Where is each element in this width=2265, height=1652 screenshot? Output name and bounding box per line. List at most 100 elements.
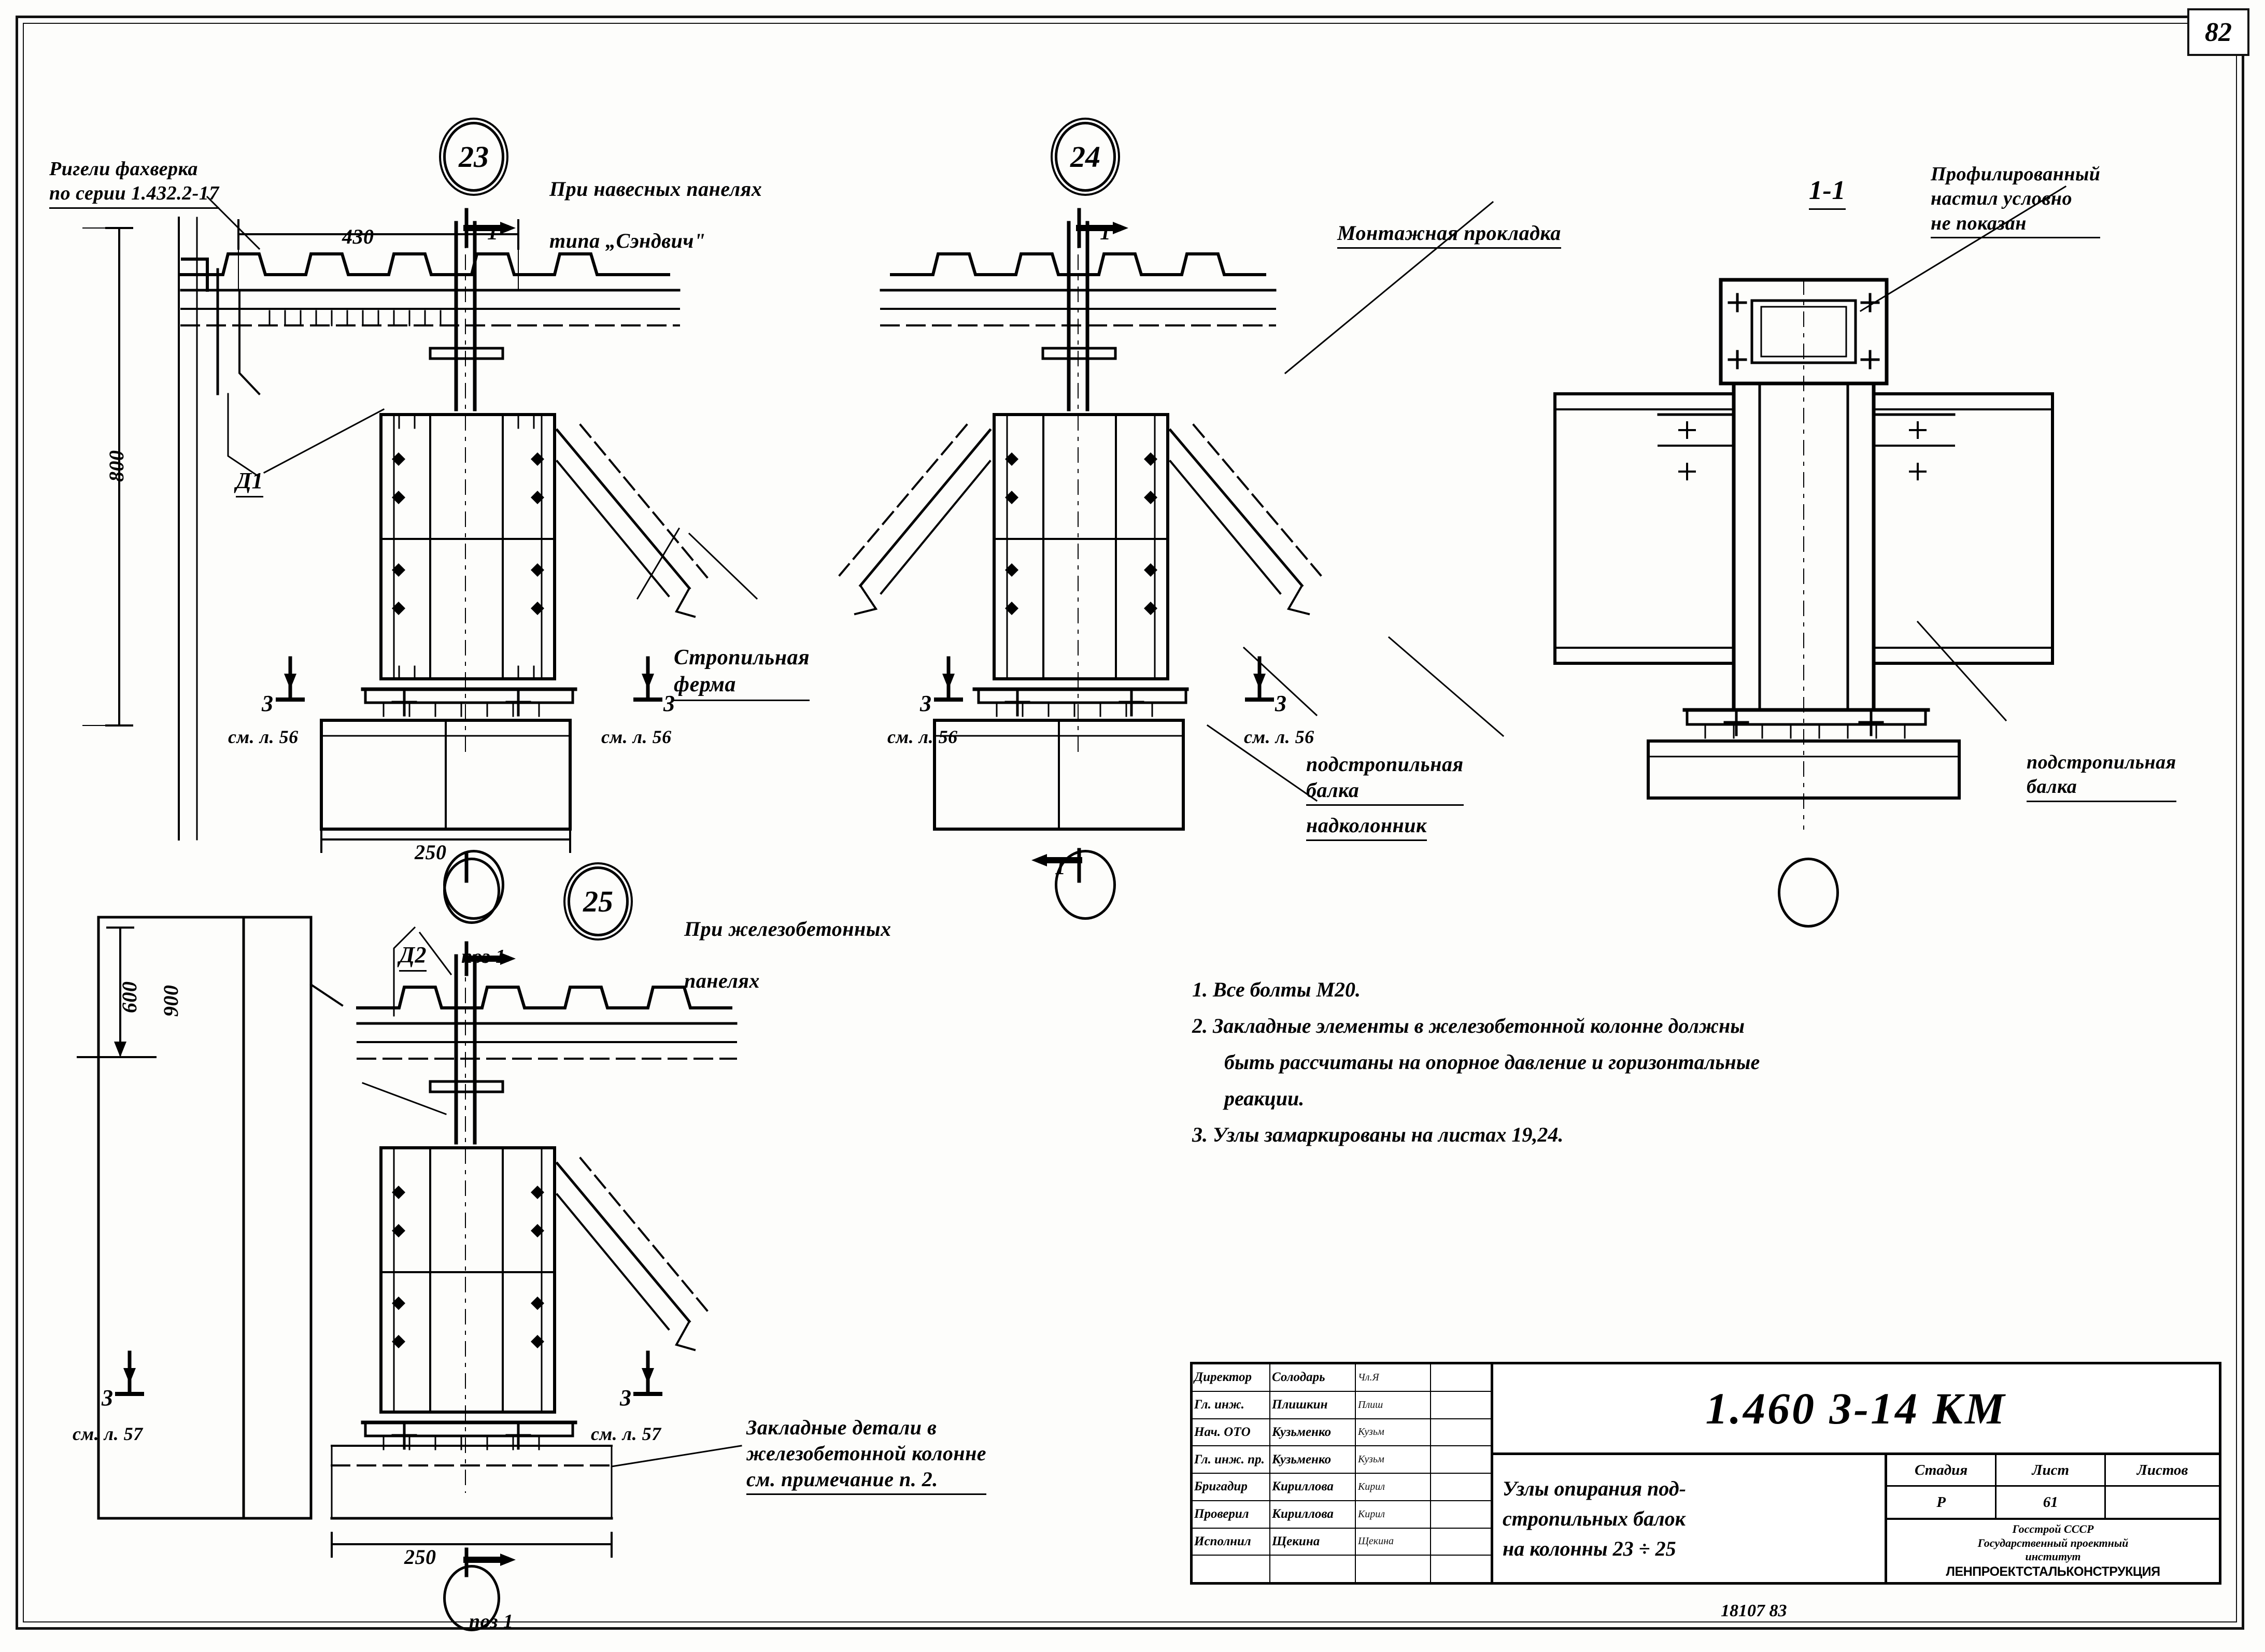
- rigel-fachwerk-label: Ригели фахверка по серии 1.432.2-17: [49, 132, 219, 209]
- organization-cell: Госстрой СССР Государственный проектный …: [1887, 1520, 2219, 1582]
- sect3-right-d23: 3: [663, 691, 675, 716]
- name-cell: Кузьменко: [1270, 1446, 1356, 1473]
- podstropilnaya-balka-label-d24: подстропильная балка: [1306, 725, 1464, 806]
- d2-label: Д2: [399, 912, 427, 972]
- title-block-right: 1.460 3-14 КМ Узлы опирания под- стропил…: [1493, 1364, 2219, 1582]
- table-row: Бригадир Кириллова Кирил: [1193, 1474, 1491, 1501]
- drawing-code-cell: 1.460 3-14 КМ: [1493, 1364, 2219, 1455]
- sheets-total-value: [2106, 1487, 2219, 1518]
- detail-23-caption-line2: типа „Сэндвич": [549, 229, 706, 252]
- sect3-left-sheet-d24: см. л. 56: [887, 727, 958, 747]
- sheet-value: 61: [1997, 1487, 2106, 1518]
- drawing-name-line-1: Узлы опирания под-: [1503, 1476, 1686, 1500]
- note-2: 2. Закладные элементы в железобетонной к…: [1192, 1014, 1745, 1037]
- section-cut-1-d24: 1: [1100, 220, 1111, 245]
- role-cell: Гл. инж.: [1193, 1391, 1270, 1418]
- note-2c: реакции.: [1224, 1087, 1305, 1110]
- sect3-left-d24: 3: [920, 691, 932, 716]
- role-cell: Проверил: [1193, 1501, 1270, 1528]
- detail-25-caption-line1: При железобетонных: [684, 917, 891, 941]
- date-cell: [1431, 1446, 1491, 1473]
- date-cell: [1431, 1419, 1491, 1446]
- drawing-code: 1.460 3-14 КМ: [1705, 1384, 2007, 1433]
- dim-250-detail25: 250: [404, 1545, 436, 1569]
- embedded-details-note: Закладные детали в железобетонной колонн…: [746, 1389, 987, 1495]
- role-cell: Исполнил: [1193, 1528, 1270, 1555]
- signature-cell: Кирил: [1356, 1474, 1431, 1500]
- drawing-name-line-3: на колонны 23 ÷ 25: [1503, 1536, 1676, 1560]
- dim-800: 800: [105, 450, 128, 482]
- footer-number: 18107 83: [1721, 1601, 1787, 1620]
- detail-23-caption-line1: При навесных панелях: [549, 177, 762, 201]
- detail-tag-24: 24: [1055, 122, 1116, 192]
- detail-25-caption: При железобетонных панелях: [684, 890, 891, 1020]
- signature-cell: Щекина: [1356, 1528, 1431, 1555]
- sect3-right-sheet-d24: см. л. 56: [1244, 727, 1314, 747]
- name-cell: Кириллова: [1270, 1501, 1356, 1528]
- name-cell: [1270, 1556, 1356, 1582]
- org-line-2: Государственный проектный: [1977, 1536, 2129, 1549]
- table-row: Гл. инж. пр. Кузьменко Кузьм: [1193, 1446, 1491, 1474]
- name-cell: Щекина: [1270, 1528, 1356, 1555]
- truss-label: Стропильная ферма: [674, 617, 810, 701]
- signature-cell: Кузьм: [1356, 1419, 1431, 1446]
- table-row: Исполнил Щекина Щекина: [1193, 1528, 1491, 1556]
- detail-tag-24-bottom: [1055, 850, 1116, 920]
- detail-23-number: 23: [459, 140, 489, 174]
- table-row: Директор Солодарь Чл.Я: [1193, 1364, 1491, 1392]
- sect3-left-sheet-d23: см. л. 56: [228, 727, 299, 747]
- detail-tag-25-top: [443, 858, 500, 924]
- sheet-border-outer: [16, 16, 2244, 1630]
- sect3-right-d25: 3: [620, 1385, 632, 1411]
- detail-tag-23: 23: [443, 122, 504, 192]
- page-number: 82: [2205, 17, 2232, 47]
- d1-label: Д1: [236, 438, 264, 497]
- table-row: Проверил Кириллова Кирил: [1193, 1501, 1491, 1529]
- detail-23-caption: При навесных панелях типа „Сэндвич": [549, 150, 762, 280]
- section-cut-1-d24-bottom: 1: [1055, 855, 1066, 879]
- note-1: 1. Все болты М20.: [1192, 978, 1361, 1001]
- sect3-right-sheet-d23: см. л. 56: [601, 727, 672, 747]
- dim-250-detail23: 250: [415, 841, 447, 864]
- detail-tag-25-bottom: [443, 1565, 500, 1631]
- sect3-left-sheet-d25: см. л. 57: [73, 1423, 143, 1444]
- drawing-name-line-2: стропильных балок: [1503, 1506, 1686, 1530]
- date-cell: [1431, 1364, 1491, 1391]
- date-cell: [1431, 1529, 1491, 1555]
- table-row: [1193, 1556, 1491, 1582]
- sect3-left-d25: 3: [102, 1385, 114, 1411]
- signature-cell: Кузьм: [1356, 1446, 1431, 1473]
- sect3-right-d24: 3: [1275, 691, 1287, 716]
- date-cell: [1431, 1392, 1491, 1418]
- role-cell: Бригадир: [1193, 1474, 1270, 1500]
- table-row: Нач. ОТО Кузьменко Кузьм: [1193, 1419, 1491, 1447]
- note-2b: быть рассчитаны на опорное давление и го…: [1224, 1050, 1760, 1074]
- stage-header: Стадия: [1887, 1455, 1997, 1485]
- role-cell: Нач. ОТО: [1193, 1419, 1270, 1446]
- name-cell: Плишкин: [1270, 1391, 1356, 1418]
- role-cell: Гл. инж. пр.: [1193, 1446, 1270, 1473]
- title-block: Директор Солодарь Чл.Я Гл. инж. Плишкин …: [1190, 1362, 2221, 1585]
- detail-25-caption-line2: панелях: [684, 969, 760, 992]
- stage-sheet-cells: Стадия Лист Листов Р 61 Госстрой СССР Го…: [1887, 1455, 2219, 1582]
- name-cell: Кузьменко: [1270, 1419, 1356, 1446]
- nadkolonnik-label: надколонник: [1306, 787, 1427, 841]
- detail-tag-25: 25: [568, 866, 629, 936]
- date-cell: [1431, 1501, 1491, 1528]
- name-cell: Кириллова: [1270, 1474, 1356, 1500]
- sect3-right-sheet-d25: см. л. 57: [591, 1423, 661, 1444]
- meta-headers: Стадия Лист Листов: [1887, 1455, 2219, 1487]
- poz1-label-bottom: поз 1: [469, 1610, 514, 1632]
- section-tag-11-bottom: [1778, 858, 1839, 928]
- sheet-border-inner: [23, 23, 2237, 1622]
- podstropilnaya-balka-label-sec11: подстропильная балка: [2027, 725, 2176, 802]
- name-cell: Солодарь: [1270, 1364, 1356, 1391]
- detail-24-number: 24: [1070, 140, 1100, 174]
- signature-cell: Плиш: [1356, 1391, 1431, 1418]
- profiled-deck-note: Профилированный настил условно не показа…: [1931, 137, 2101, 238]
- title-block-bottom: Узлы опирания под- стропильных балок на …: [1493, 1455, 2219, 1582]
- drawing-name-cell: Узлы опирания под- стропильных балок на …: [1493, 1455, 1887, 1582]
- dim-430: 430: [342, 225, 374, 248]
